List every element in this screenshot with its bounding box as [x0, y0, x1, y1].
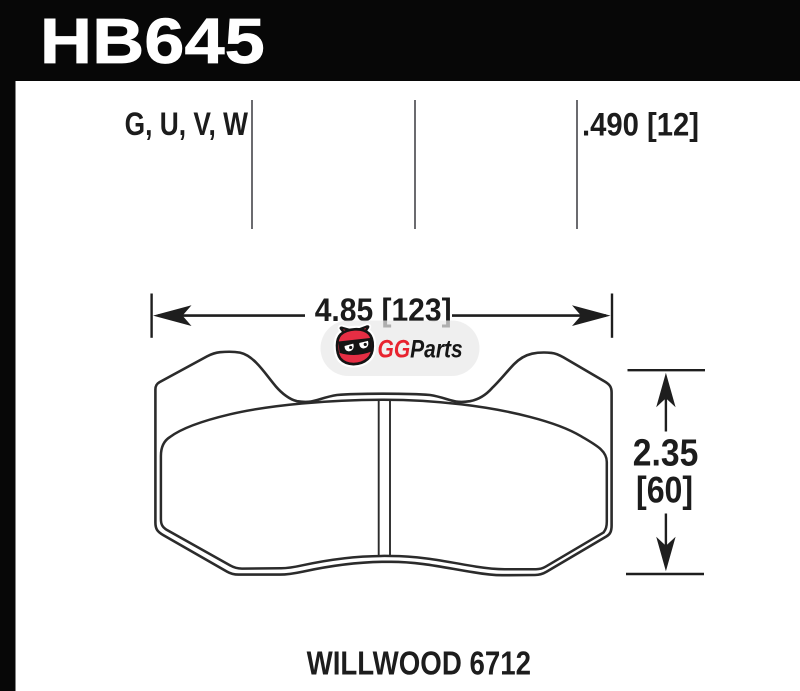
svg-text:2.35: 2.35 [633, 431, 698, 473]
svg-text:WILLWOOD 6712: WILLWOOD 6712 [307, 644, 531, 682]
svg-text:HB645: HB645 [40, 6, 265, 77]
svg-text:GGParts: GGParts [378, 335, 463, 363]
svg-text:[60]: [60] [636, 470, 693, 511]
svg-text:G, U, V, W: G, U, V, W [125, 106, 248, 142]
svg-text:.490 [12]: .490 [12] [582, 106, 699, 143]
